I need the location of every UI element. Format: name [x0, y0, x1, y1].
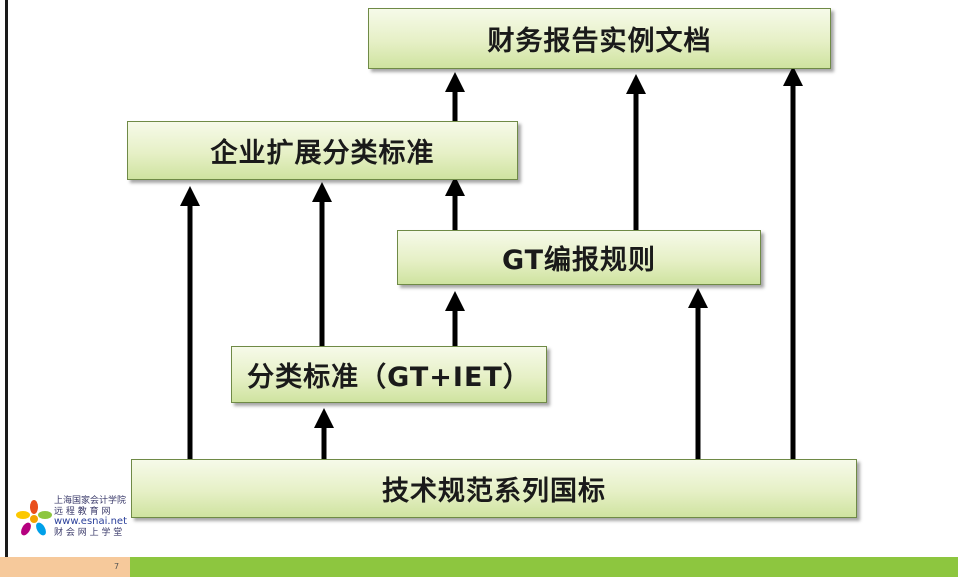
logo-line-1: 上海国家会计学院: [54, 496, 127, 506]
financial-report-instance-box: 财务报告实例文档: [368, 8, 831, 69]
tech-standards-box: 技术规范系列国标: [131, 459, 857, 518]
logo-text: 上海国家会计学院 远 程 教 育 网 www.esnai.net 财 会 网 上…: [54, 496, 127, 538]
logo-line-2: 远 程 教 育 网: [54, 506, 111, 517]
footer-bar: 7: [0, 557, 958, 577]
gt-rules-box: GT编报规则: [397, 230, 761, 285]
logo-line-4: 财 会 网 上 学 堂: [54, 527, 123, 538]
left-border-line: [5, 0, 8, 577]
financial-report-label: 财务报告实例文档: [487, 26, 712, 57]
gt-rules-label: GT编报规则: [501, 245, 657, 276]
esnai-logo: 上海国家会计学院 远 程 教 育 网 www.esnai.net 财 会 网 上…: [14, 496, 132, 542]
taxonomy-label: 分类标准（GT+IET）: [247, 362, 531, 393]
footer-orange-block: [0, 557, 130, 577]
tech-standards-label: 技术规范系列国标: [382, 476, 606, 507]
logo-url: www.esnai.net: [54, 516, 127, 527]
taxonomy-box: 分类标准（GT+IET）: [231, 346, 547, 403]
enterprise-extension-label: 企业扩展分类标准: [210, 138, 435, 169]
page-number: 7: [114, 562, 120, 571]
flower-logo-icon: [16, 500, 52, 536]
footer-green-strip: [130, 557, 958, 577]
enterprise-extension-box: 企业扩展分类标准: [127, 121, 518, 180]
